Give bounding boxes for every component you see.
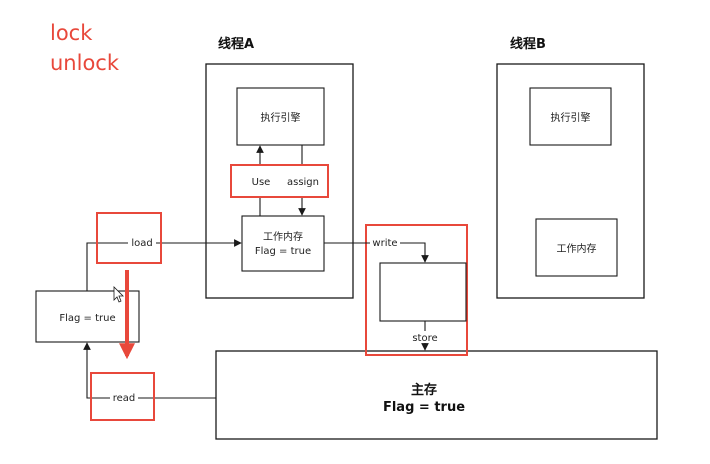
lock-annotation: lock <box>50 21 93 45</box>
store-label-bg <box>408 331 442 343</box>
thread-a-working-memory-flag: Flag = true <box>255 246 311 257</box>
main-memory-title: 主存 <box>411 382 437 398</box>
use-label: Use <box>252 177 271 188</box>
thread-a-working-memory-label: 工作内存 <box>263 230 303 243</box>
thread-a-engine-label: 执行引擎 <box>261 111 301 124</box>
write-arrow <box>324 242 429 263</box>
load-label-bg <box>128 237 156 249</box>
store-label: store <box>412 333 437 344</box>
main-memory-flag: Flag = true <box>383 400 465 415</box>
read-highlight <box>90 372 155 421</box>
thread-b-title: 线程B <box>510 36 546 52</box>
thread-a-engine-box <box>236 87 325 146</box>
thread-b-working-memory-label: 工作内存 <box>557 242 597 255</box>
load-label: load <box>131 238 152 249</box>
read-arrow <box>83 342 216 399</box>
thread-a-box <box>205 63 354 299</box>
thread-b-box <box>496 63 645 299</box>
transfer-box <box>379 262 467 322</box>
thread-b-engine-label: 执行引擎 <box>551 111 591 124</box>
load-arrow <box>86 239 242 291</box>
unlock-annotation: unlock <box>50 51 120 75</box>
use-assign-highlight <box>230 164 329 198</box>
thread-a-working-memory-box <box>241 215 325 272</box>
thread-b-working-memory-box <box>535 218 618 277</box>
assign-label: assign <box>287 177 319 188</box>
read-label-bg <box>110 392 138 404</box>
main-memory-box <box>215 350 658 440</box>
load-highlight <box>96 212 162 264</box>
write-store-highlight <box>365 224 468 356</box>
thread-a-title: 线程A <box>218 36 254 52</box>
write-label-bg <box>370 237 400 249</box>
thread-b-engine-box <box>529 87 612 146</box>
left-flag-label: Flag = true <box>59 313 115 324</box>
read-label: read <box>113 393 136 404</box>
cursor-icon <box>113 286 124 303</box>
write-label: write <box>372 238 397 249</box>
